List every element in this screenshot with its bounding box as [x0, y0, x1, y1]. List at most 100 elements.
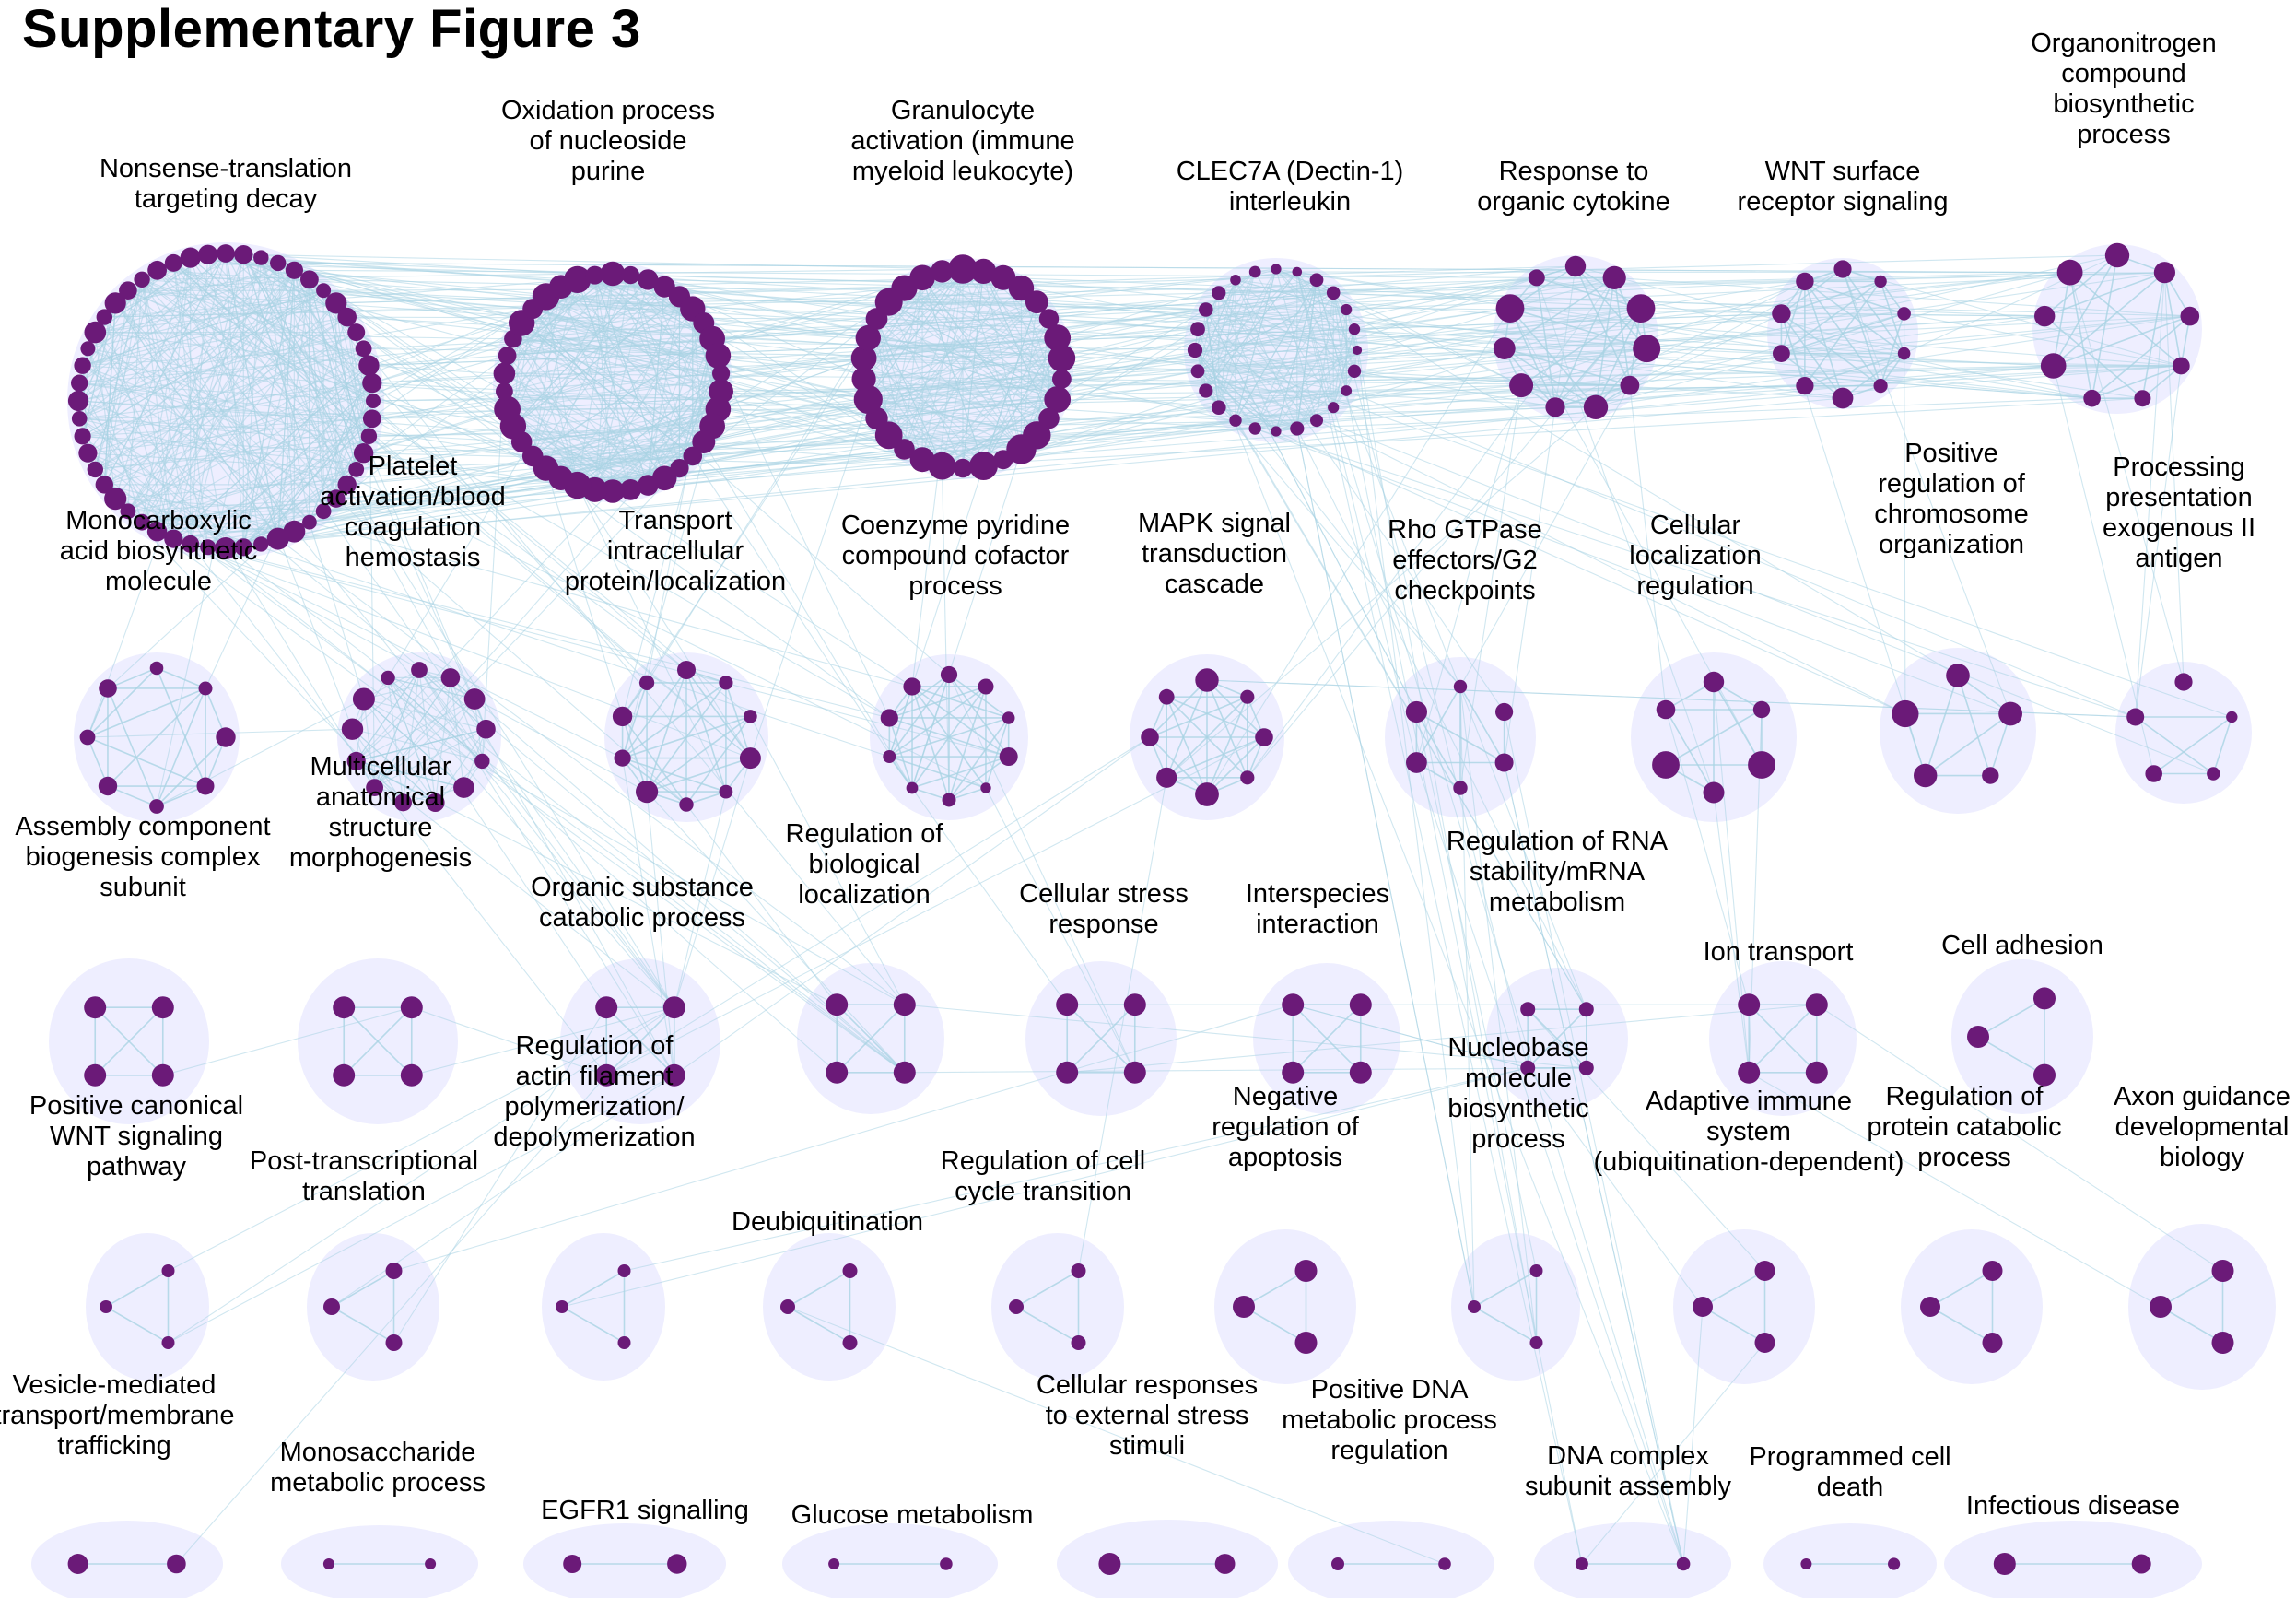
- cross-edge-c1-c8: [107, 452, 364, 689]
- cross-edge-c1-c10: [172, 262, 751, 759]
- node-c3-8: [1052, 369, 1072, 389]
- cluster-label-c39: Glucose metabolism: [791, 1500, 1034, 1530]
- cross-edge-c4-c16: [1345, 390, 2136, 718]
- edge-c21-4: [1066, 1004, 1136, 1074]
- node-c8-2: [216, 727, 236, 747]
- node-c4-20: [1199, 302, 1213, 317]
- cluster-label-line: DNA complex: [1547, 1441, 1709, 1471]
- cross-edge-c2-c3: [533, 308, 1022, 450]
- node-c10-9: [639, 675, 655, 691]
- node-c1-16: [353, 443, 374, 464]
- node-c44-1: [2131, 1554, 2151, 1574]
- edge-c1-186: [82, 316, 347, 367]
- node-c9-0: [411, 662, 428, 678]
- edge-c5-1: [1575, 265, 1647, 349]
- edge-c27-0: [331, 1270, 394, 1308]
- edge-c1-197: [95, 269, 295, 334]
- node-c22-1: [1349, 1061, 1372, 1084]
- edge-c14-5: [1665, 709, 1763, 766]
- cross-edge-c5-c6: [1575, 265, 1904, 355]
- node-c4-2: [1309, 273, 1324, 288]
- edge-c1-94: [104, 253, 244, 318]
- node-c7-0: [2104, 242, 2130, 268]
- cross-edge-c1-c6: [371, 385, 1805, 419]
- node-c5-1: [1602, 265, 1626, 289]
- node-c3-29: [931, 260, 954, 283]
- node-c4-14: [1229, 414, 1242, 427]
- cross-edge-c1-c8: [156, 263, 279, 807]
- cluster-label-line: morphogenesis: [289, 843, 472, 873]
- cluster-label-line: process: [1917, 1143, 2011, 1172]
- node-c6-4: [1873, 379, 1888, 394]
- edge-c13-0: [1459, 686, 1505, 763]
- cross-edge-c1-c7: [95, 332, 2182, 367]
- node-c30-1: [1071, 1263, 1086, 1278]
- edge-c26-1: [105, 1306, 169, 1344]
- cross-edge-c1-c4: [309, 309, 1347, 523]
- node-c19-2: [595, 1063, 618, 1087]
- node-c4-21: [1212, 286, 1226, 300]
- node-c1-32: [120, 503, 136, 520]
- edge-c1-246: [127, 302, 337, 512]
- cross-edge-c2-c3: [533, 308, 943, 467]
- cluster-disc-c38: [523, 1523, 726, 1598]
- node-c9-4: [474, 753, 490, 770]
- cross-edge-c2-c4: [648, 278, 1277, 432]
- edge-c32-0: [1473, 1270, 1537, 1308]
- cross-edge-c2-c4: [507, 292, 1334, 357]
- node-c1-3: [270, 254, 287, 272]
- node-c3-19: [874, 421, 903, 450]
- node-c4-17: [1190, 364, 1205, 379]
- cross-edge-c4-c15: [1255, 428, 2011, 715]
- node-c3-22: [851, 367, 876, 392]
- node-c20-2: [826, 1061, 849, 1084]
- cross-edge-c4-c7: [1275, 268, 2092, 399]
- node-c13-2: [1494, 753, 1514, 772]
- node-c2-1: [621, 265, 640, 285]
- edge-c1-243: [141, 270, 295, 523]
- cluster-label-line: Assembly component: [15, 812, 270, 841]
- cluster-disc-c27: [307, 1233, 439, 1381]
- cross-edge-c1-c2: [141, 278, 546, 469]
- edge-c1-298: [94, 270, 158, 470]
- edge-c9-62: [356, 676, 451, 762]
- edge-c1-273: [127, 347, 364, 512]
- cluster-disc-c37: [281, 1525, 478, 1598]
- node-c39-1: [940, 1557, 953, 1570]
- cross-edge-c5-c6: [1554, 280, 1806, 408]
- cross-edge-c5-c13: [1459, 385, 1522, 789]
- edge-c1-278: [322, 290, 369, 437]
- node-c2-0: [600, 261, 626, 287]
- cluster-label-line: molecule: [105, 567, 212, 596]
- cluster-label-line: intracellular: [607, 536, 744, 566]
- cross-edge-c24-c35: [1816, 1004, 2223, 1272]
- cluster-disc-c33: [1673, 1229, 1815, 1384]
- node-c2-36: [564, 265, 592, 293]
- cluster-label-line: catabolic process: [539, 903, 745, 933]
- node-c1-36: [78, 443, 98, 463]
- cross-edge-c4-c5: [1353, 370, 1556, 408]
- edge-c7-10: [2091, 315, 2191, 399]
- edge-c8-11: [156, 736, 227, 807]
- node-c4-22: [1230, 275, 1241, 286]
- node-c11-0: [940, 665, 958, 684]
- node-c26-2: [161, 1336, 175, 1349]
- node-c4-18: [1187, 342, 1203, 358]
- edge-c1-247: [141, 279, 209, 547]
- edge-c25-1: [1977, 1036, 2045, 1076]
- node-c14-4: [1652, 751, 1680, 779]
- cross-edge-c14-c24: [1665, 709, 1750, 1005]
- node-c10-0: [677, 661, 696, 679]
- cluster-label-line: Interspecies: [1246, 879, 1389, 909]
- edge-c11-24: [889, 756, 987, 789]
- cluster-disc-c32: [1451, 1233, 1580, 1381]
- cross-edge-c2-c5: [533, 308, 1511, 457]
- cross-edge-c13-c42: [1504, 711, 1684, 1565]
- cluster-label-line: Deubiquitination: [732, 1207, 923, 1237]
- node-c28-1: [617, 1264, 631, 1277]
- edge-c9-60: [402, 669, 420, 803]
- cluster-label-line: Monocarboxylic: [65, 506, 251, 535]
